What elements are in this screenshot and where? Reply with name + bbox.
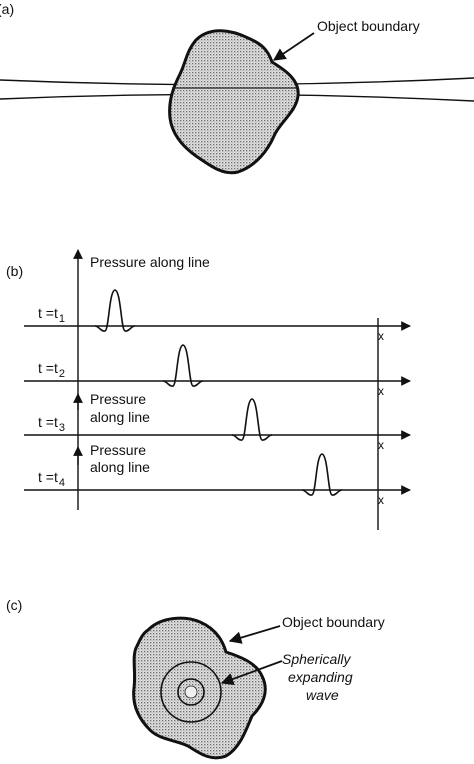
wave-outer-circle xyxy=(160,661,222,723)
panel-c-label: (c) xyxy=(6,597,22,613)
object-shape-a xyxy=(168,29,300,175)
panel-b-label: (b) xyxy=(6,263,23,279)
pressure-along-line-label-2b: along line xyxy=(90,409,150,425)
x-label-4: x xyxy=(378,493,384,507)
x-label-2: x xyxy=(378,384,384,398)
x-label-3: x xyxy=(378,438,384,452)
object-boundary-arrow-c xyxy=(228,625,281,644)
pressure-along-line-label-2a: Pressure xyxy=(90,391,146,407)
object-shape-c xyxy=(132,616,267,760)
object-boundary-arrow-a xyxy=(272,32,315,61)
time-label-1: t =t1 xyxy=(38,305,65,325)
pressure-along-line-label-3b: along line xyxy=(90,459,150,475)
wave-label-line2: expanding xyxy=(288,669,353,685)
time-label-4: t =t4 xyxy=(38,469,65,489)
wave-center xyxy=(184,685,198,699)
panel-b: (b) Pressure along line Pressure along l… xyxy=(6,249,411,530)
panel-c: (c) Object boundary Spherically expandin… xyxy=(6,597,385,760)
time-label-2: t =t2 xyxy=(38,360,65,380)
wave-label-line1: Spherically xyxy=(282,651,351,667)
panel-a-label: (a) xyxy=(0,1,14,17)
panel-a: (a) Object boundary xyxy=(0,1,474,175)
object-boundary-label-a: Object boundary xyxy=(317,18,420,34)
wave-inner-circle xyxy=(177,678,205,706)
object-boundary-label-c: Object boundary xyxy=(282,614,385,630)
wave-arrow xyxy=(220,660,283,686)
pressure-pulse-2 xyxy=(162,344,204,387)
time-label-3: t =t3 xyxy=(38,414,65,434)
pressure-along-line-label-1: Pressure along line xyxy=(90,254,210,270)
pressure-pulse-1 xyxy=(94,289,136,332)
wave-label-line3: wave xyxy=(306,687,339,703)
pressure-pulse-3 xyxy=(231,398,273,441)
pressure-along-line-label-3a: Pressure xyxy=(90,442,146,458)
x-label-1: x xyxy=(378,329,384,343)
pressure-pulse-4 xyxy=(301,453,343,496)
